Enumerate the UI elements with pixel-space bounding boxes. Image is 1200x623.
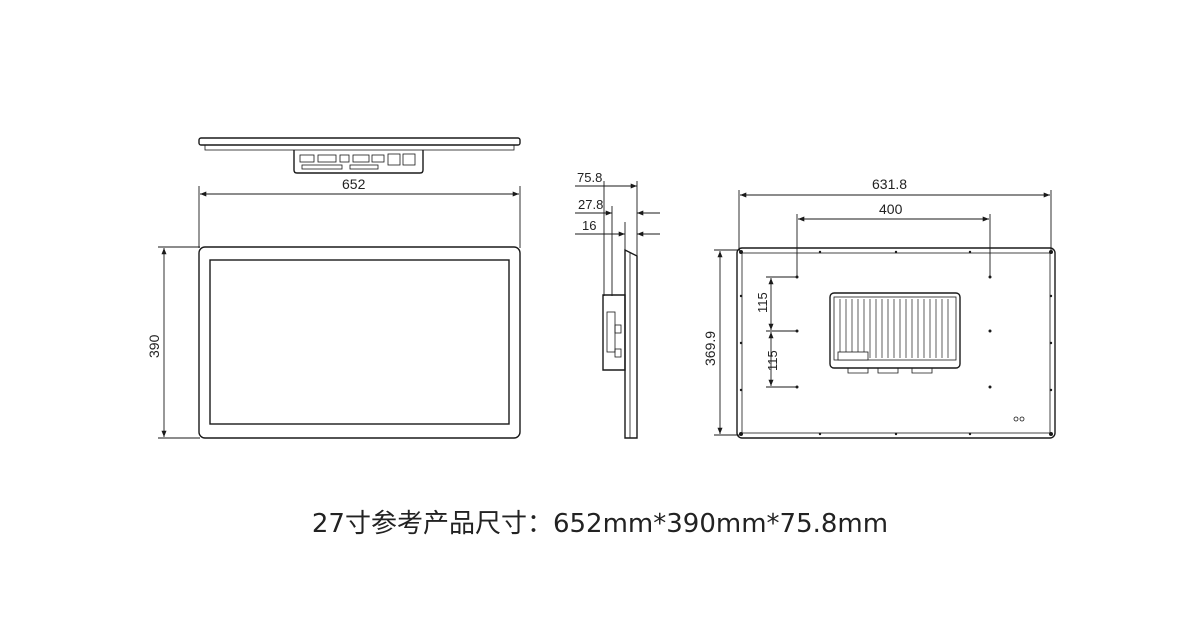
vesa-vertical-label-2: 115 (765, 350, 780, 371)
top-view-io-box (293, 150, 424, 174)
top-view (198, 137, 521, 174)
vesa-horizontal-dimension: 400 (796, 201, 991, 278)
back-height-label: 369.9 (702, 331, 718, 366)
side-panel-profile (624, 248, 638, 439)
vesa-horizontal-label: 400 (879, 201, 903, 217)
front-height-label: 390 (146, 334, 162, 358)
back-small-holes (1013, 416, 1025, 422)
back-view (736, 247, 1056, 439)
side-total-depth-label: 75.8 (577, 170, 602, 185)
front-height-dimension: 390 (146, 246, 200, 439)
top-view-panel-edge (204, 144, 515, 151)
front-view (198, 246, 521, 439)
side-mid-depth-label: 27.8 (578, 197, 603, 212)
side-panel-depth-label: 16 (582, 218, 596, 233)
dimension-caption: 27寸参考产品尺寸：652mm*390mm*75.8mm (311, 509, 889, 539)
back-width-label: 631.8 (872, 176, 907, 192)
front-bezel (198, 246, 521, 439)
back-outer-frame (736, 247, 1056, 439)
side-view (602, 248, 638, 439)
back-width-dimension: 631.8 (738, 176, 1052, 250)
front-width-label: 652 (342, 176, 366, 192)
top-view-bezel (198, 137, 521, 146)
back-height-dimension: 369.9 (702, 249, 740, 436)
io-ports (299, 153, 416, 170)
vesa-vertical-dimensions: 115 115 (755, 276, 797, 388)
side-dimensions: 75.8 27.8 16 (575, 170, 660, 296)
back-inner-frame (741, 252, 1051, 434)
vesa-holes (795, 275, 992, 389)
heatsink-box (829, 292, 961, 374)
vesa-vertical-label-1: 115 (755, 292, 770, 313)
front-width-dimension: 652 (198, 176, 521, 248)
side-io-box (602, 294, 626, 371)
front-screen (209, 259, 510, 425)
frame-screws (739, 250, 1053, 436)
